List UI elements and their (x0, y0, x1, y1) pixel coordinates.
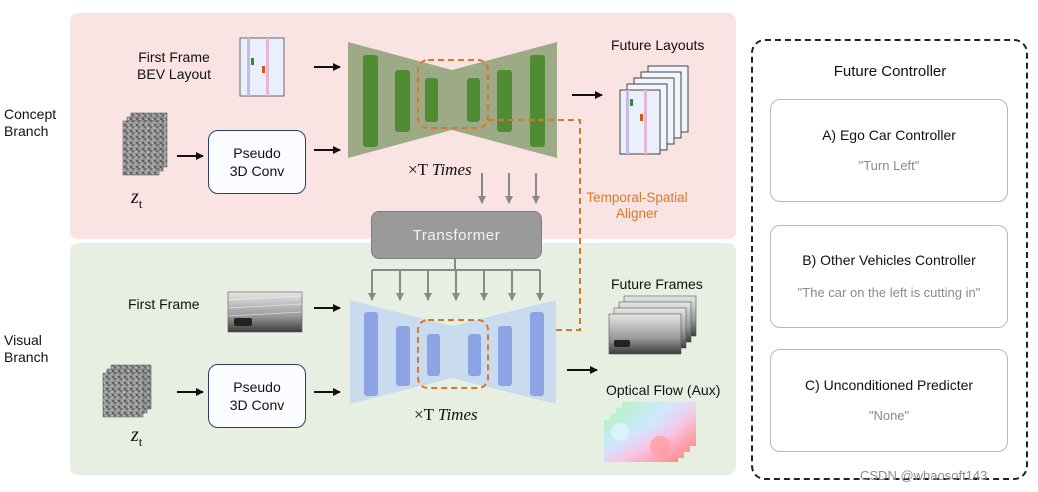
first-frame-label: First Frame (128, 296, 200, 312)
controller-card-ego: A) Ego Car Controller "Turn Left" (770, 99, 1008, 202)
controller-card-title: C) Unconditioned Predicter (804, 377, 974, 393)
aligner-connector (488, 119, 581, 331)
visual-unet (350, 300, 556, 404)
concept-noise-symbol: z (131, 186, 139, 208)
controller-card-quote: "None" (868, 408, 910, 423)
aligner-label-line1: Temporal-Spatial (586, 190, 688, 205)
visual-branch-label: Visual Branch (4, 332, 48, 366)
video-frame-icon (227, 291, 303, 333)
future-frames-icon (608, 295, 697, 355)
transformer-block: Transformer (371, 211, 542, 259)
visual-pseudo-line1: Pseudo (233, 379, 281, 395)
bev-layout-icon (239, 37, 285, 97)
visual-noise-label: zt (131, 424, 142, 450)
first-frame-bev-label: First Frame BEV Layout (128, 49, 220, 83)
concept-pseudo-line2: 3D Conv (229, 163, 285, 179)
watermark-text: CSDN @whaosoft143 (860, 468, 988, 483)
visual-branch-label-line1: Visual (4, 332, 42, 348)
concept-noise-label: zt (131, 186, 142, 212)
concept-times-word: Times (431, 160, 472, 179)
controller-card-title: B) Other Vehicles Controller (802, 252, 976, 268)
optical-flow-icon (604, 402, 696, 462)
visual-times-label: ×T Times (414, 405, 478, 425)
future-layouts-icon (619, 65, 689, 155)
controller-card-unconditioned: C) Unconditioned Predicter "None" (770, 349, 1008, 452)
visual-times-prefix: ×T (414, 405, 434, 424)
controller-card-quote: "The car on the left is cutting in" (797, 285, 981, 300)
optical-flow-label: Optical Flow (Aux) (606, 382, 721, 398)
aligner-label-line2: Aligner (615, 206, 659, 221)
visual-pseudo-3d-conv: Pseudo 3D Conv (208, 364, 306, 428)
visual-noise-subscript: t (138, 434, 143, 449)
concept-branch-label: Concept Branch (4, 106, 56, 140)
visual-branch-label-line2: Branch (4, 349, 49, 365)
visual-pseudo-line2: 3D Conv (229, 397, 285, 413)
noise-stack-icon (122, 112, 168, 176)
future-frames-label: Future Frames (611, 276, 703, 292)
concept-unet (348, 42, 557, 158)
controller-card-title: A) Ego Car Controller (822, 127, 956, 143)
future-layouts-label: Future Layouts (611, 37, 705, 53)
temporal-spatial-aligner-label: Temporal-Spatial Aligner (572, 190, 702, 222)
concept-pseudo-3d-conv: Pseudo 3D Conv (208, 130, 306, 194)
concept-noise-subscript: t (138, 196, 143, 211)
concept-times-prefix: ×T (408, 160, 428, 179)
noise-stack-icon (102, 364, 152, 418)
visual-noise-symbol: z (131, 424, 139, 446)
future-controller-panel (751, 39, 1028, 480)
first-frame-bev-line2: BEV Layout (137, 66, 211, 82)
concept-times-label: ×T Times (408, 160, 472, 180)
future-controller-title: Future Controller (833, 63, 947, 80)
visual-times-word: Times (437, 405, 478, 424)
controller-card-other-vehicles: B) Other Vehicles Controller "The car on… (770, 225, 1008, 328)
concept-branch-label-line1: Concept (4, 106, 57, 122)
first-frame-bev-line1: First Frame (138, 49, 210, 65)
concept-branch-label-line2: Branch (4, 123, 49, 139)
controller-card-quote: "Turn Left" (858, 158, 920, 173)
concept-pseudo-line1: Pseudo (233, 145, 281, 161)
